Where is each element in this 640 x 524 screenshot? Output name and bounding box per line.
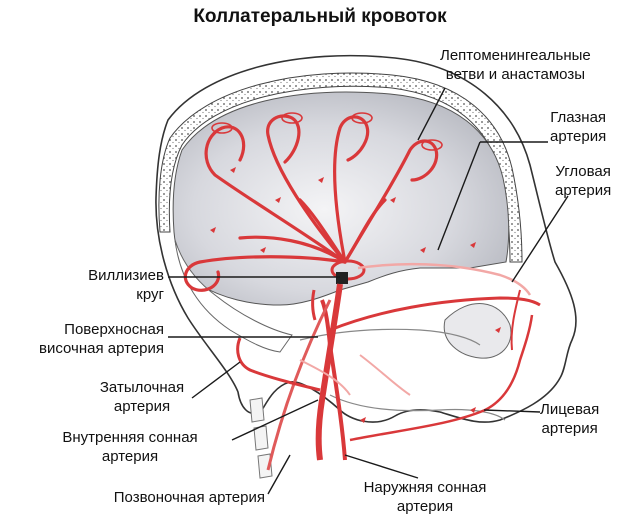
leptomeningeal-arteries (183, 114, 439, 292)
occipital-artery (236, 337, 321, 392)
label-ophthalmic-artery: Глазная артерия (550, 109, 607, 145)
anastomosis-loops (211, 112, 443, 151)
label-facial-artery: Лицевая артерия (540, 401, 600, 437)
mandible (329, 394, 506, 421)
internal-carotid-artery (315, 283, 343, 461)
superficial-temporal-branch (311, 289, 317, 321)
label-circle-of-willis: Виллизиев круг (88, 267, 164, 303)
circle-of-willis (330, 259, 366, 284)
facial-artery (349, 314, 534, 442)
superficial-temporal-artery (329, 296, 541, 332)
label-vertebral-artery: Позвоночная артерия (113, 489, 265, 506)
skull-base (174, 239, 293, 353)
leader-lines (168, 87, 569, 495)
figure-title: Коллатеральный кровоток (193, 6, 447, 27)
vertebral-artery (266, 299, 332, 471)
label-internal-carotid: Внутренняя сонная артерия (62, 429, 198, 465)
label-superficial-temporal: Поверхносная височная артерия (38, 321, 164, 357)
cervical-vertebrae (249, 397, 273, 479)
label-angular-artery: Угловая артерия (555, 163, 612, 199)
label-leptomeningeal: Лептоменингеальные ветви и анастамозы (440, 47, 591, 83)
label-occipital-artery: Затылочная артерия (99, 379, 185, 415)
label-external-carotid: Наружняя сонная артерия (363, 479, 487, 515)
orbit (443, 303, 512, 359)
angular-artery (510, 289, 521, 351)
ophthalmic-artery (357, 262, 532, 296)
external-carotid-artery (320, 299, 347, 461)
flow-arrows (210, 167, 501, 423)
scalp-vessels (299, 354, 411, 396)
